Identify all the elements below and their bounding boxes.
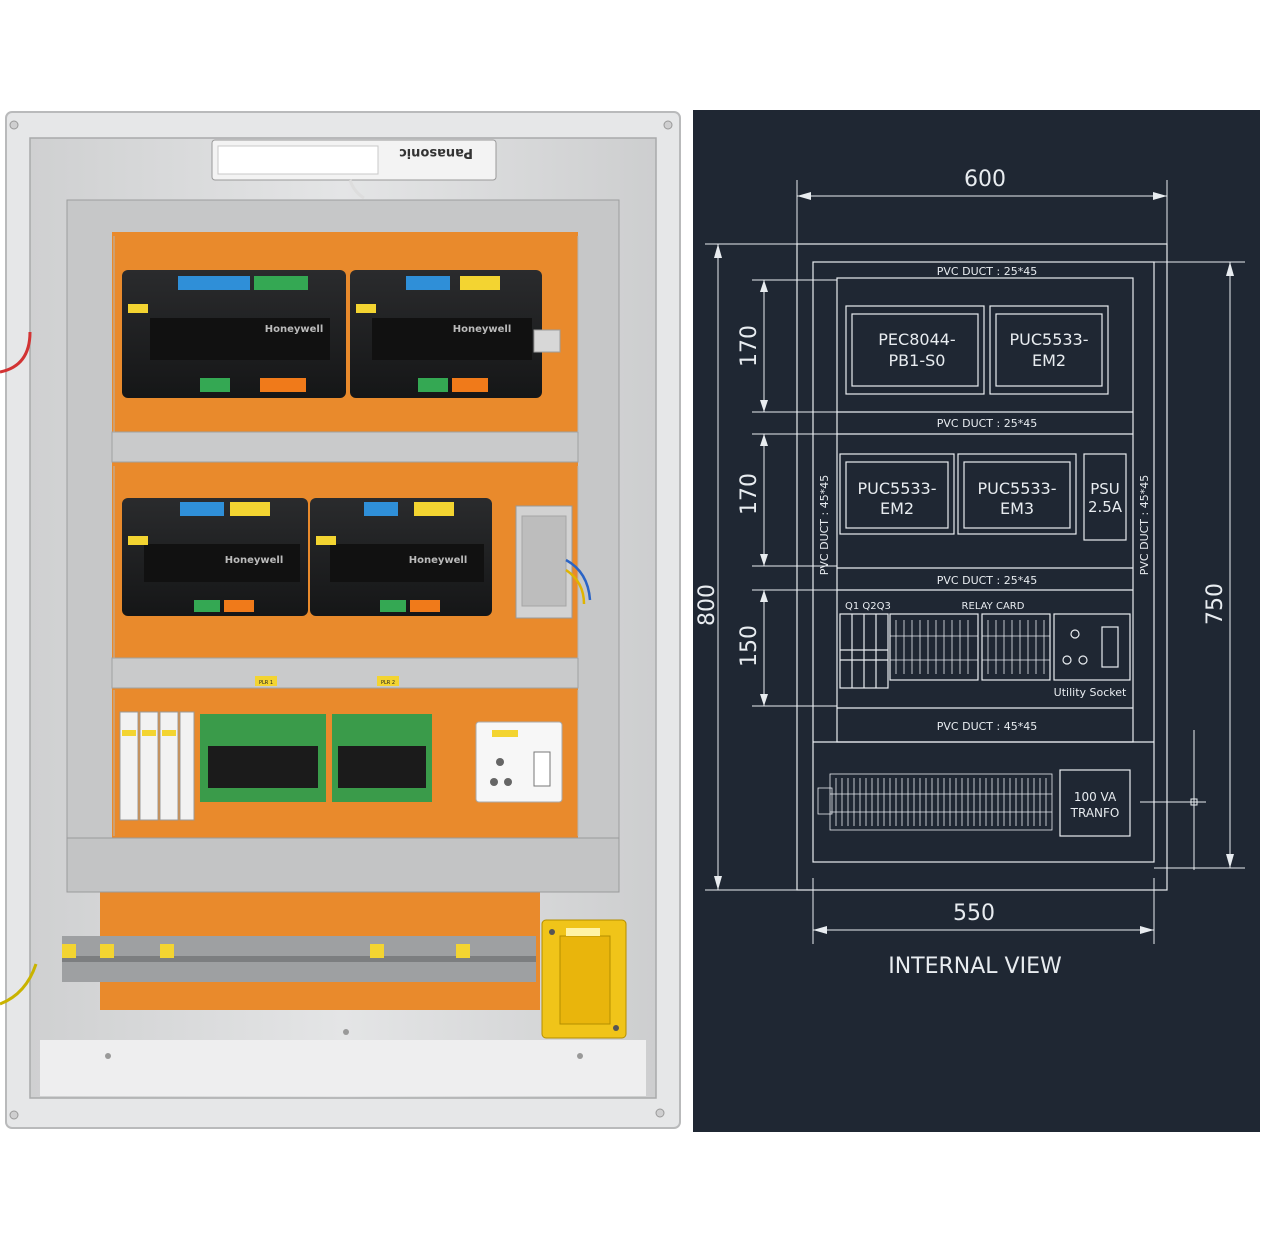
relay-card-1: PLR 1 — [200, 676, 326, 802]
screw — [343, 1029, 349, 1035]
screw — [663, 120, 673, 130]
relay-card-box-1 — [889, 613, 979, 681]
module-box-1-inner — [851, 313, 979, 387]
dimension-lines — [705, 180, 1245, 944]
psu-box — [1083, 453, 1127, 541]
module-box-4-inner — [963, 461, 1071, 529]
duct-label-mid2: PVC DUCT : 25*45 — [937, 574, 1037, 587]
duct-label-right: PVC DUCT : 45*45 — [1138, 475, 1151, 575]
module-box-3 — [839, 453, 955, 535]
controller-plc2: Honeywell — [350, 270, 542, 398]
module-2-line1: PUC5533- — [1009, 330, 1088, 349]
screw — [9, 120, 19, 130]
duct-comb — [113, 236, 579, 836]
tranfo-box — [1059, 769, 1131, 837]
tranfo-line2: TRANFO — [1070, 806, 1120, 820]
duct-label-top: PVC DUCT : 25*45 — [937, 265, 1037, 278]
terminal-strip — [62, 936, 536, 982]
module-3-line2: EM2 — [880, 499, 914, 518]
screw — [577, 1053, 583, 1059]
screw — [655, 1108, 665, 1118]
module-box-1 — [845, 305, 985, 395]
panel-light-brand: Panasonic — [399, 145, 473, 160]
socket-box — [1053, 613, 1131, 681]
dim-right-height: 750 — [1203, 583, 1228, 625]
din-rail — [533, 329, 561, 353]
tranfo-line1: 100 VA — [1074, 790, 1117, 804]
breakers-label: Q1 Q2Q3 — [845, 601, 891, 612]
relay-card-label: RELAY CARD — [962, 601, 1025, 612]
relay-tag: PLR 1 — [259, 680, 273, 686]
controller-brand: Honeywell — [225, 555, 284, 566]
duct-frame — [111, 657, 579, 689]
dim-top-width: 600 — [964, 167, 1006, 192]
controller-plc1: Honeywell — [122, 270, 346, 398]
relay-tag: PLR 2 — [381, 680, 395, 686]
utility-socket — [475, 721, 563, 803]
duct-frame — [66, 837, 620, 893]
controller-brand: Honeywell — [409, 555, 468, 566]
screw — [105, 1053, 111, 1059]
outline-enclosure — [796, 243, 1168, 891]
terminal-strip-drawing — [817, 773, 1053, 831]
drawing-title: INTERNAL VIEW — [888, 954, 1062, 979]
mcb-breakers — [119, 711, 195, 821]
duct-label-bottom: PVC DUCT : 45*45 — [937, 720, 1037, 733]
controller-brand: Honeywell — [453, 324, 512, 335]
controller-plc3: Honeywell — [122, 498, 308, 616]
utility-socket-label: Utility Socket — [1054, 686, 1127, 699]
dim-row1: 170 — [737, 325, 762, 367]
enclosure-floor — [40, 1040, 646, 1096]
transformer — [541, 919, 627, 1039]
module-1-line1: PEC8044- — [878, 330, 955, 349]
controller-plc4: Honeywell — [310, 498, 492, 616]
module-1-line2: PB1-S0 — [889, 351, 946, 370]
relay-card-box-2 — [981, 613, 1051, 681]
relay-card-details — [890, 620, 1050, 674]
duct-label-left: PVC DUCT : 45*45 — [818, 475, 831, 575]
dim-row3: 150 — [737, 625, 762, 667]
screw — [9, 1110, 19, 1120]
psu-line1: PSU — [1090, 480, 1120, 498]
module-4-line2: EM3 — [1000, 499, 1034, 518]
psu-unit — [515, 505, 592, 619]
dim-row2: 170 — [737, 473, 762, 515]
module-4-line1: PUC5533- — [977, 479, 1056, 498]
module-box-2-inner — [995, 313, 1103, 387]
module-3-line1: PUC5533- — [857, 479, 936, 498]
wire — [0, 331, 32, 374]
dimension-arrows — [714, 192, 1234, 934]
module-box-4 — [957, 453, 1077, 535]
wire — [0, 963, 38, 1006]
relay-card-2: PLR 2 — [332, 676, 432, 802]
module-box-2 — [989, 305, 1109, 395]
duct-frame — [111, 431, 579, 463]
controller-brand: Honeywell — [265, 324, 324, 335]
duct-label-mid1: PVC DUCT : 25*45 — [937, 417, 1037, 430]
dim-left-height: 800 — [695, 584, 720, 626]
psu-line2: 2.5A — [1088, 498, 1123, 516]
outline-backplate — [812, 261, 1155, 863]
dim-bottom-width: 550 — [953, 901, 995, 926]
module-box-3-inner — [845, 461, 949, 529]
module-2-line2: EM2 — [1032, 351, 1066, 370]
